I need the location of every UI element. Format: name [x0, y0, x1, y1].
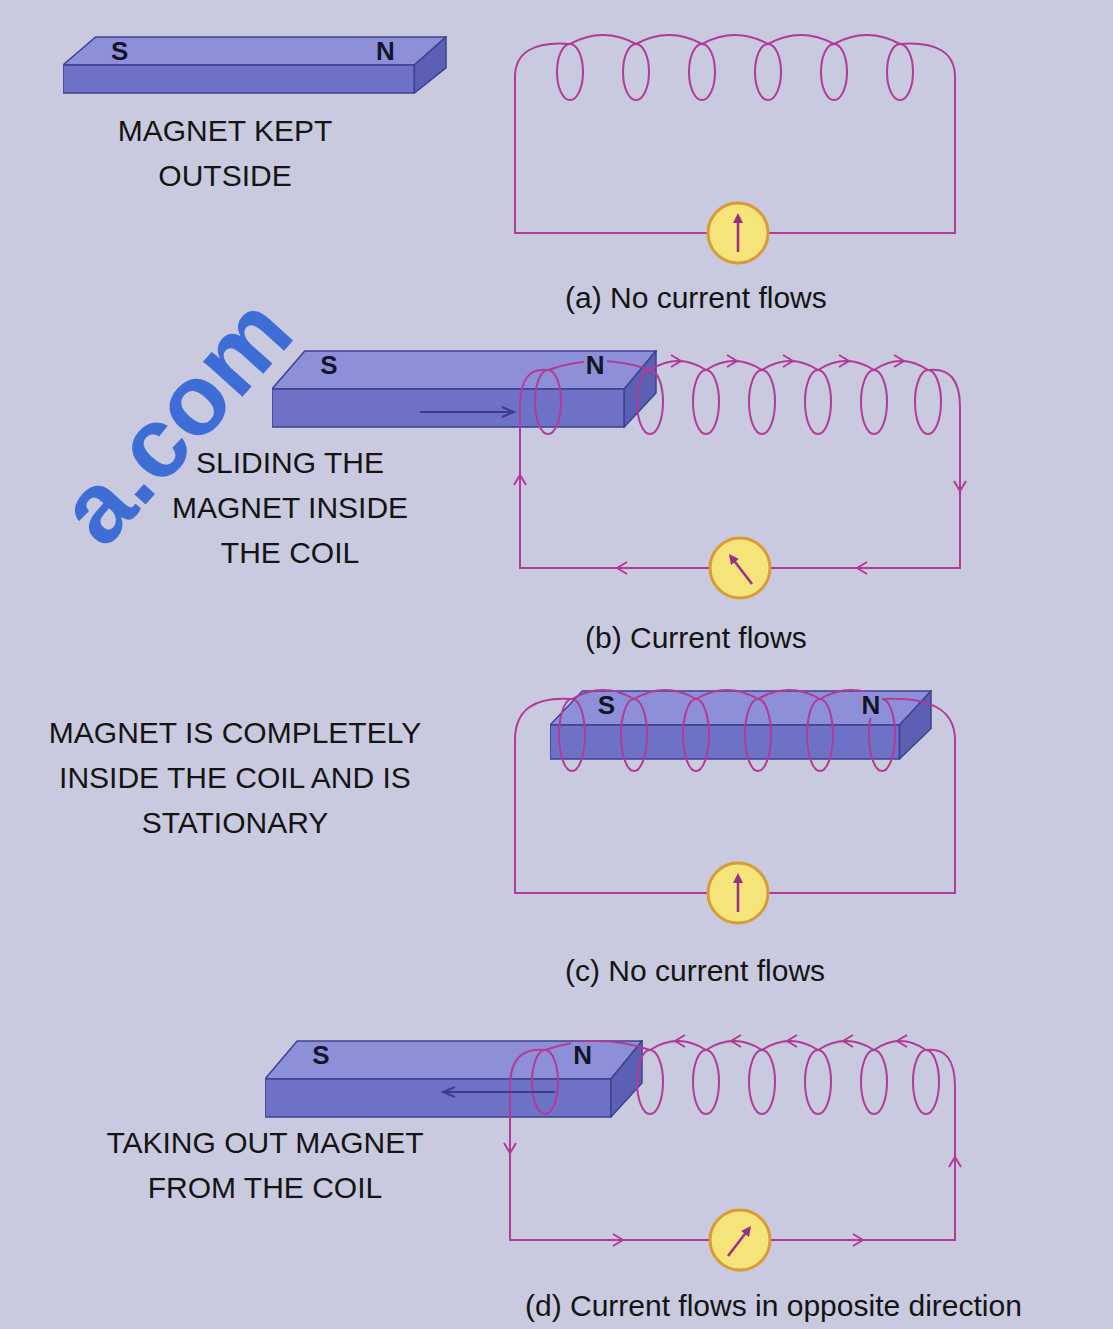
current-arrow [731, 1035, 741, 1047]
wire [515, 35, 955, 233]
coil-circuit [515, 35, 955, 233]
current-arrow [787, 1035, 797, 1047]
current-arrow [894, 355, 904, 367]
current-arrow [675, 1035, 685, 1047]
current-arrow [671, 355, 681, 367]
current-arrow [617, 562, 627, 574]
pole-letter: S [310, 1042, 331, 1068]
coil-turn [557, 44, 583, 100]
current-arrow [857, 562, 867, 574]
description: MAGNET KEPT OUTSIDE [85, 108, 365, 198]
galvanometer [708, 203, 768, 263]
bar-magnet: SN [272, 350, 657, 428]
coil-turn [821, 44, 847, 100]
bar-magnet: SN [63, 36, 447, 94]
pole-letter: N [584, 352, 607, 378]
current-arrow [843, 1035, 853, 1047]
coil-turn [915, 370, 941, 434]
caption: (c) No current flows [565, 953, 825, 989]
current-arrow [853, 1234, 863, 1246]
description: TAKING OUT MAGNET FROM THE COIL [75, 1120, 455, 1210]
coil-turn [693, 1050, 719, 1114]
coil-turn [913, 1050, 939, 1114]
pole-letter: S [596, 692, 617, 718]
coil-turn [755, 44, 781, 100]
pole-letter: N [374, 38, 397, 64]
current-arrow [897, 1035, 907, 1047]
current-arrow [954, 481, 966, 491]
current-arrow [949, 1157, 961, 1167]
coil-circuit [515, 690, 955, 893]
pole-letter: N [571, 1042, 594, 1068]
coil-turn [689, 44, 715, 100]
current-arrow [727, 355, 737, 367]
coil-turn [749, 370, 775, 434]
coil-turn [693, 370, 719, 434]
pole-letter: N [859, 692, 882, 718]
current-arrow [613, 1234, 623, 1246]
pole-letter: S [109, 38, 130, 64]
galvanometer [710, 1210, 770, 1270]
current-arrow [839, 355, 849, 367]
current-arrow [514, 475, 526, 485]
caption: (d) Current flows in opposite direction [525, 1288, 1022, 1324]
bar-magnet: SN [265, 1040, 643, 1118]
pole-letter: S [318, 352, 339, 378]
caption: (b) Current flows [585, 620, 807, 656]
description: SLIDING THE MAGNET INSIDE THE COIL [145, 440, 435, 575]
coil-turn [623, 44, 649, 100]
coil-turn [861, 370, 887, 434]
current-arrow [504, 1143, 516, 1153]
galvanometer [710, 538, 770, 598]
galvanometer [708, 863, 768, 923]
coil-turn [805, 370, 831, 434]
magnet-motion-arrows [420, 407, 555, 1097]
current-arrow [783, 355, 793, 367]
bar-magnet: SN [550, 690, 932, 760]
coil-turn [805, 1050, 831, 1114]
wire [515, 690, 955, 893]
coil-turn [861, 1050, 887, 1114]
coil-turn [749, 1050, 775, 1114]
caption: (a) No current flows [565, 280, 827, 316]
description: MAGNET IS COMPLETELY INSIDE THE COIL AND… [10, 710, 460, 845]
coil-turn [887, 44, 913, 100]
coil-circuit [504, 1035, 961, 1246]
